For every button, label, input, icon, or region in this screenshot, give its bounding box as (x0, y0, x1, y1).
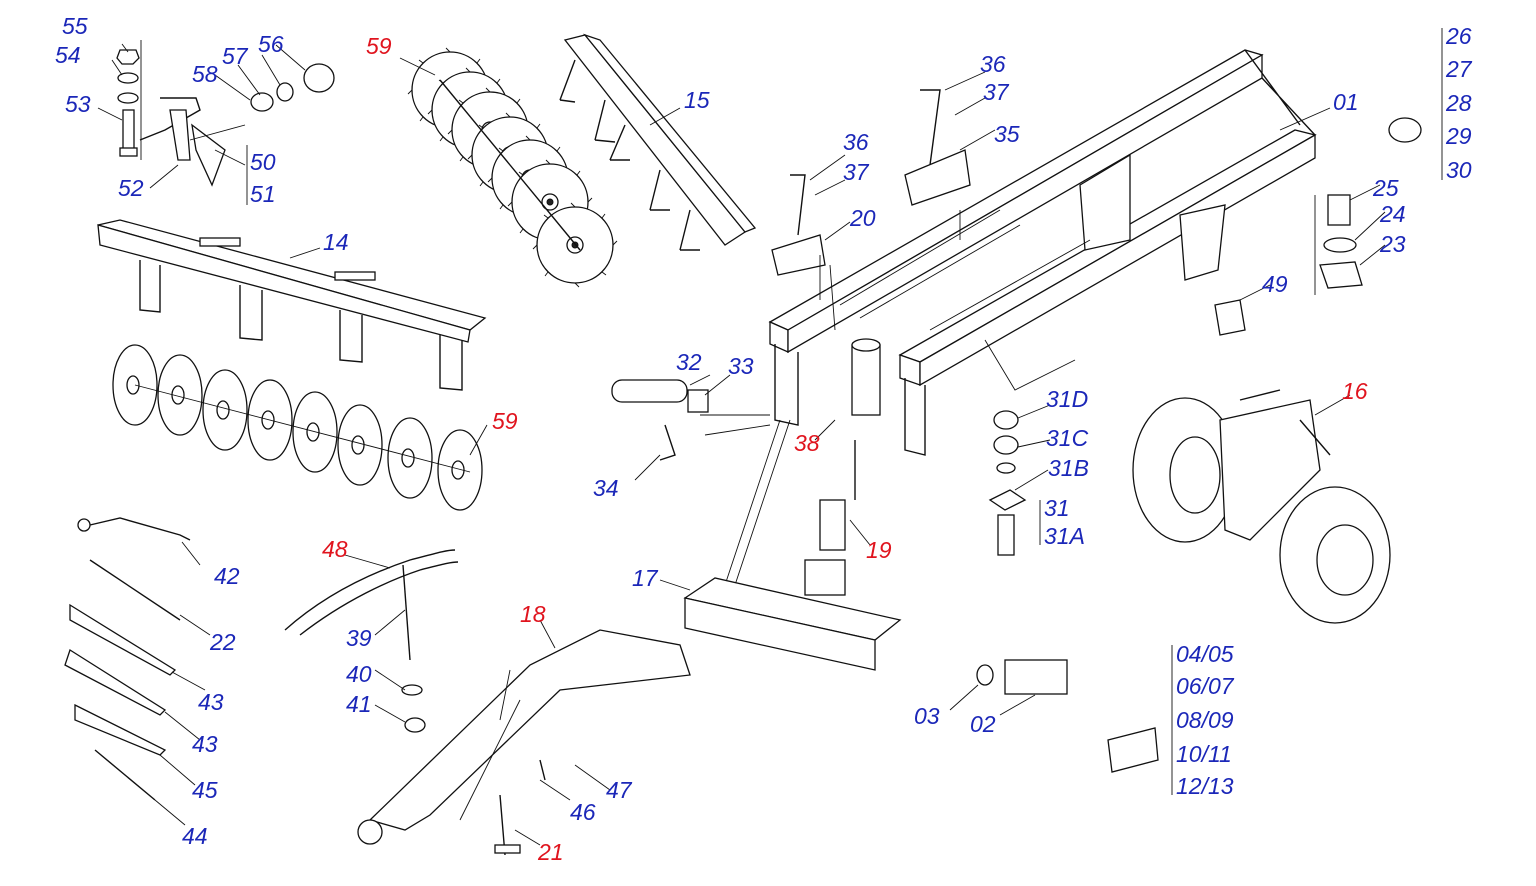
hoses-48 (284, 549, 459, 733)
label-49: 49 (1262, 271, 1288, 297)
main-frame-01 (768, 49, 1317, 456)
pin-assembly-32-38 (611, 338, 881, 461)
label-44: 44 (182, 823, 208, 849)
label-36-b: 36 (843, 129, 869, 155)
label-31B: 31B (1048, 455, 1089, 481)
label-50: 50 (250, 149, 276, 175)
label-59-lower: 59 (492, 408, 518, 434)
label-19: 19 (866, 537, 892, 563)
label-04-05: 04/05 (1176, 641, 1234, 667)
label-06-07: 06/07 (1176, 673, 1235, 699)
label-25: 25 (1372, 175, 1399, 201)
label-22: 22 (209, 629, 236, 655)
label-43-b: 43 (192, 731, 218, 757)
label-58: 58 (192, 61, 218, 87)
label-03: 03 (914, 703, 940, 729)
label-42: 42 (214, 563, 240, 589)
label-45: 45 (192, 777, 218, 803)
label-31: 31 (1044, 495, 1070, 521)
label-30: 30 (1446, 157, 1472, 183)
leader-lines (97, 43, 1386, 846)
label-08-09: 08/09 (1176, 707, 1234, 733)
label-21: 21 (537, 839, 564, 865)
label-37-b: 37 (843, 159, 870, 185)
disc-gang-lower (112, 344, 483, 511)
label-15: 15 (684, 87, 710, 113)
label-54: 54 (55, 42, 81, 68)
label-24: 24 (1379, 201, 1406, 227)
label-52: 52 (118, 175, 144, 201)
label-27: 27 (1445, 56, 1473, 82)
label-47: 47 (606, 777, 633, 803)
label-33: 33 (728, 353, 754, 379)
label-34: 34 (593, 475, 619, 501)
label-20: 20 (849, 205, 876, 231)
label-31D: 31D (1046, 386, 1088, 412)
hitch-parts (64, 517, 191, 801)
label-39: 39 (346, 625, 372, 651)
label-56: 56 (258, 31, 284, 57)
label-01: 01 (1333, 89, 1359, 115)
label-18: 18 (520, 601, 546, 627)
label-43-a: 43 (198, 689, 224, 715)
clips-35-37-20 (771, 89, 971, 331)
label-37-a: 37 (983, 79, 1010, 105)
label-31C: 31C (1046, 425, 1089, 451)
label-59-top: 59 (366, 33, 392, 59)
label-02: 02 (970, 711, 996, 737)
label-57: 57 (222, 43, 249, 69)
label-26: 26 (1445, 23, 1472, 49)
label-14: 14 (323, 229, 349, 255)
disc-gang-top (407, 47, 618, 288)
drawbar-18 (357, 629, 691, 856)
label-17: 17 (632, 565, 659, 591)
frame-15 (559, 33, 757, 251)
beam-17 (683, 577, 902, 671)
label-12-13: 12/13 (1176, 773, 1234, 799)
label-46: 46 (570, 799, 596, 825)
label-28: 28 (1445, 90, 1472, 116)
hardware-23-30 (1314, 28, 1443, 295)
label-41: 41 (346, 691, 372, 717)
label-32: 32 (676, 349, 702, 375)
label-36-a: 36 (980, 51, 1006, 77)
label-38: 38 (794, 430, 820, 456)
label-48: 48 (322, 536, 348, 562)
label-31A: 31A (1044, 523, 1085, 549)
label-53: 53 (65, 91, 91, 117)
label-23: 23 (1379, 231, 1406, 257)
part-labels: 55 54 53 58 57 56 50 51 52 59 15 14 59 3… (55, 13, 1473, 865)
label-51: 51 (250, 181, 276, 207)
label-29: 29 (1445, 123, 1472, 149)
stack-31 (988, 410, 1041, 556)
plates (976, 645, 1173, 795)
label-55: 55 (62, 13, 88, 39)
wheel-assembly-16 (1132, 389, 1391, 624)
bolt-assembly-53-58 (116, 40, 335, 205)
label-10-11: 10/11 (1176, 741, 1232, 767)
beam-14 (97, 219, 487, 391)
label-40: 40 (346, 661, 372, 687)
label-16: 16 (1342, 378, 1368, 404)
label-35: 35 (994, 121, 1020, 147)
cylinder-19 (719, 419, 856, 601)
